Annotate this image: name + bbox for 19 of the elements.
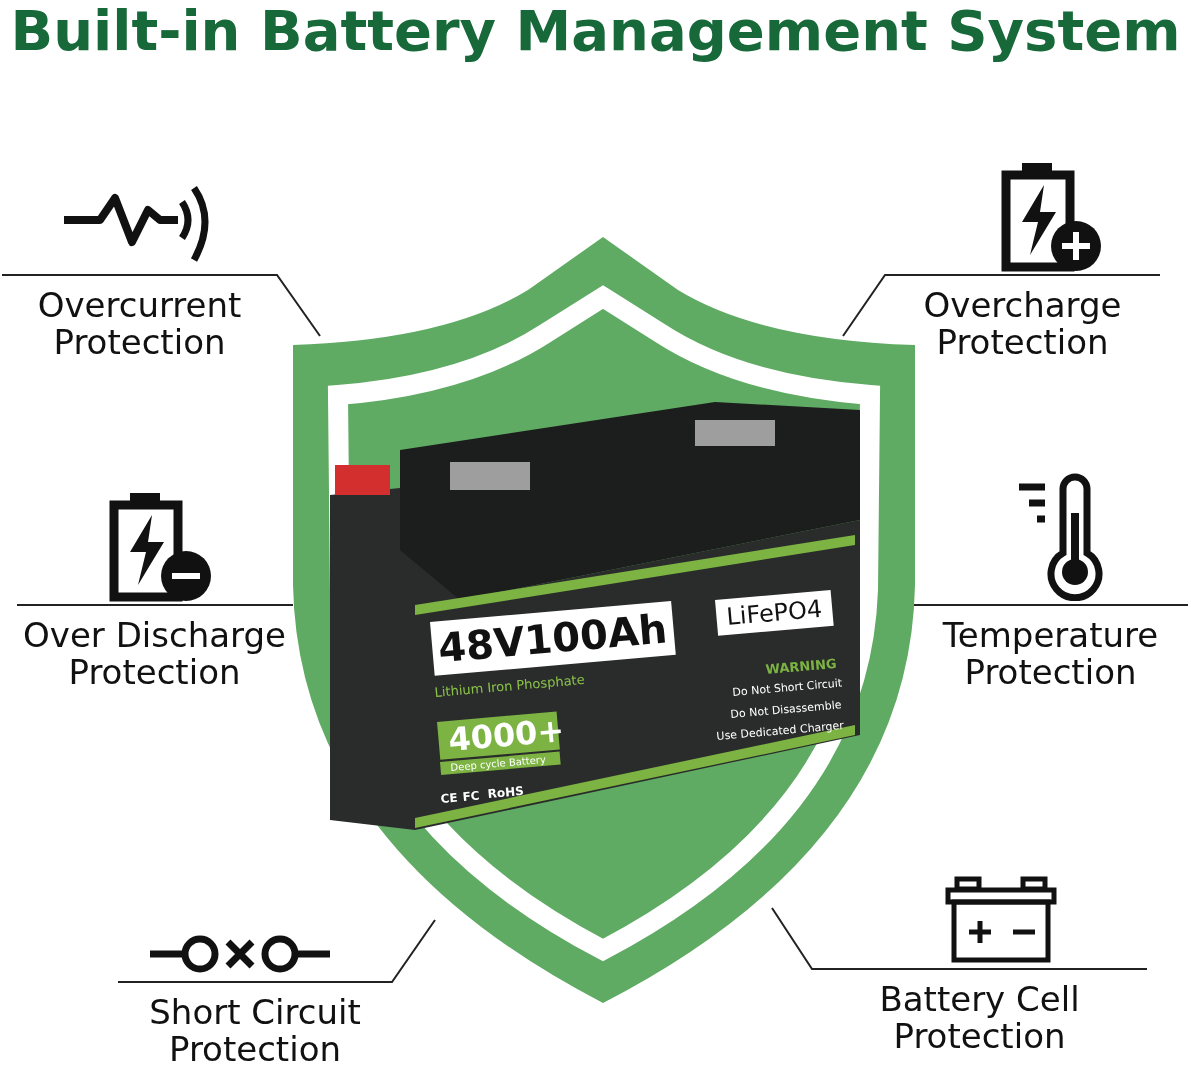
warning-text: Do Not Short Circuit	[732, 676, 843, 699]
warning-text: Do Not Disassemble	[730, 698, 842, 721]
leader-line	[117, 919, 436, 983]
protection-label: Battery Cell Protection	[812, 969, 1147, 1067]
leader-line	[842, 274, 1161, 337]
leader-line	[1, 274, 321, 337]
title: Built-in Battery Management System	[9, 0, 1182, 62]
certification-mark: FC	[462, 788, 481, 804]
leader-line	[771, 907, 1148, 970]
warning-text: Use Dedicated Charger	[716, 718, 845, 743]
protection-label: Overcurrent Protection	[2, 275, 277, 367]
certification-mark: RoHS	[487, 783, 525, 801]
protection-label: Short Circuit Protection	[118, 982, 392, 1067]
protection-label: Over Discharge Protection	[17, 605, 292, 697]
warning-heading: WARNING	[765, 655, 838, 677]
certification-mark: CE	[440, 790, 459, 806]
protection-label: Temperature Protection	[912, 605, 1189, 697]
protection-label: Overcharge Protection	[885, 275, 1160, 367]
leader-line	[16, 604, 294, 606]
